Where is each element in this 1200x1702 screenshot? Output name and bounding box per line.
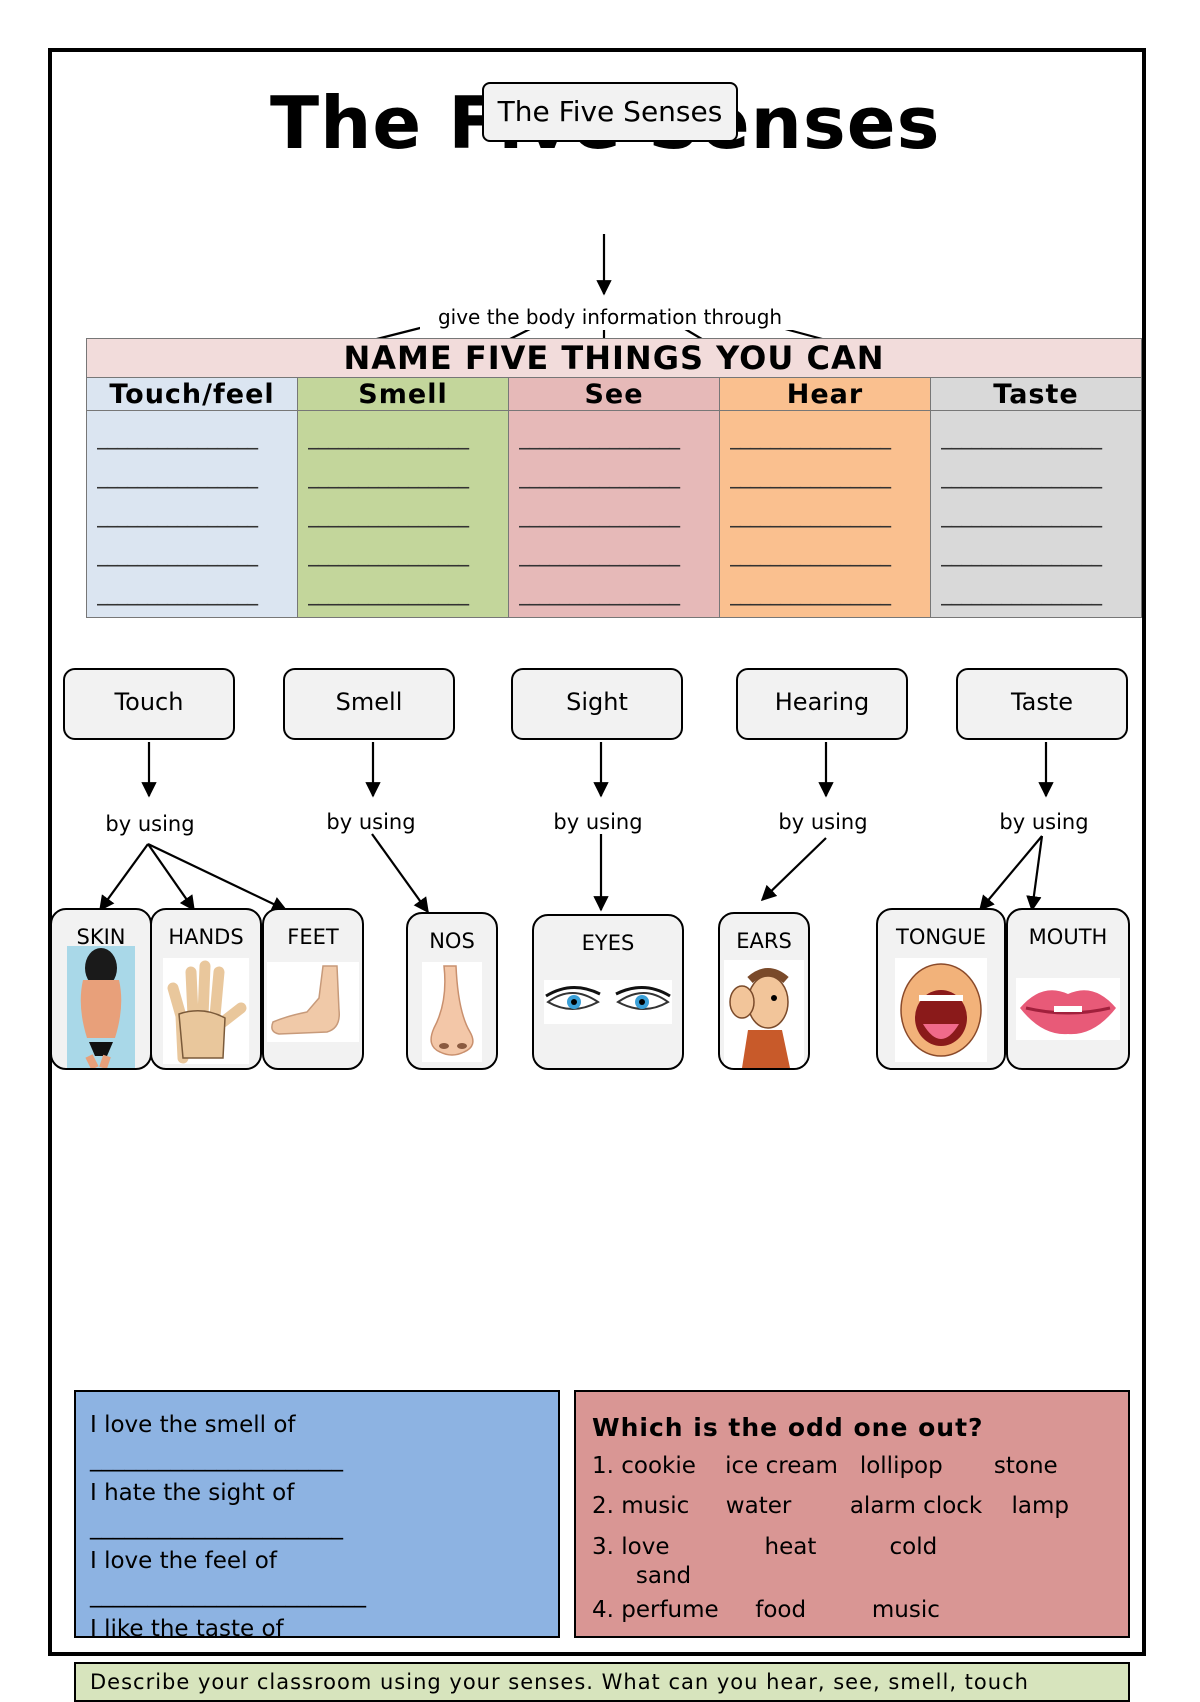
answer-line[interactable]: ________________	[308, 503, 469, 528]
answer-cell-taste[interactable]: ________________ ________________ ______…	[930, 410, 1142, 618]
by-using-taste: by using	[999, 810, 1089, 834]
organ-label-hands: HANDS	[168, 925, 244, 949]
prompt-feel: I love the feel of	[90, 1548, 277, 1574]
by-using-hearing: by using	[778, 810, 868, 834]
answer-line[interactable]: ________________	[941, 425, 1102, 450]
describe-classroom-prompt: Describe your classroom using your sense…	[74, 1662, 1130, 1702]
sense-box-hearing: Hearing	[736, 668, 908, 740]
odd-one-out-row[interactable]: 1. cookie ice cream lollipop stone	[592, 1453, 1058, 1479]
answer-line[interactable]: ________________	[308, 464, 469, 489]
by-using-touch: by using	[105, 812, 195, 836]
answer-line[interactable]: ________________	[308, 425, 469, 450]
by-using-smell: by using	[326, 810, 416, 834]
organ-card-tongue: TONGUE	[876, 908, 1006, 1070]
eyes-icon	[544, 980, 672, 1024]
answer-line[interactable]: ________________	[519, 464, 680, 489]
ear-cartoon-icon	[724, 960, 804, 1068]
person-skin-icon	[67, 946, 135, 1068]
organ-label-tongue: TONGUE	[896, 925, 986, 949]
answer-line[interactable]: ________________	[941, 503, 1102, 528]
by-using-sight: by using	[553, 810, 643, 834]
answer-line[interactable]: ______________________	[90, 1446, 343, 1472]
odd-one-out-row[interactable]: 2. music water alarm clock lamp	[592, 1493, 1069, 1519]
organ-card-feet: FEET	[262, 908, 364, 1070]
tongue-cartoon-icon	[895, 958, 987, 1062]
answer-line[interactable]: ________________	[730, 503, 891, 528]
answer-cell-hear[interactable]: ________________ ________________ ______…	[719, 410, 931, 618]
answer-cell-touch[interactable]: ________________ ________________ ______…	[86, 410, 298, 618]
sense-box-sight: Sight	[511, 668, 683, 740]
hand-icon	[163, 958, 249, 1064]
prompt-smell: I love the smell of	[90, 1412, 296, 1438]
organ-card-mouth: MOUTH	[1006, 908, 1130, 1070]
answer-line[interactable]: ________________	[519, 542, 680, 567]
odd-one-out-row[interactable]: sand	[592, 1563, 692, 1589]
answer-line[interactable]: ________________	[519, 581, 680, 606]
answer-line[interactable]: ________________	[97, 581, 258, 606]
column-header-touch: Touch/feel	[86, 377, 298, 411]
sense-box-taste: Taste	[956, 668, 1128, 740]
prompt-taste: I like the taste of	[90, 1616, 284, 1638]
sentence-prompt-box: I love the smell of ____________________…	[74, 1390, 560, 1638]
answer-line[interactable]: ________________	[97, 542, 258, 567]
column-header-taste: Taste	[930, 377, 1142, 411]
lips-icon	[1016, 978, 1120, 1040]
sense-box-smell: Smell	[283, 668, 455, 740]
answer-line[interactable]: ________________	[519, 425, 680, 450]
organ-card-nose: NOS	[406, 912, 498, 1070]
odd-one-out-row[interactable]: 4. perfume food music	[592, 1597, 940, 1623]
answer-line[interactable]: ________________	[97, 464, 258, 489]
answer-line[interactable]: ________________________	[90, 1582, 366, 1608]
connector-label: give the body information through	[420, 304, 800, 330]
column-header-hear: Hear	[719, 377, 931, 411]
answer-line[interactable]: ________________	[730, 581, 891, 606]
answer-line[interactable]: ________________	[730, 425, 891, 450]
organ-card-hands: HANDS	[150, 908, 262, 1070]
answer-line[interactable]: ________________	[730, 542, 891, 567]
organ-label-mouth: MOUTH	[1028, 925, 1108, 949]
table-title: NAME FIVE THINGS YOU CAN	[86, 338, 1142, 378]
answer-cell-smell[interactable]: ________________ ________________ ______…	[297, 410, 509, 618]
answer-line[interactable]: ________________	[941, 464, 1102, 489]
foot-icon	[267, 962, 359, 1042]
senses-table: NAME FIVE THINGS YOU CAN Touch/feel Smel…	[86, 338, 1142, 618]
title-box: The Five Senses	[482, 82, 738, 142]
answer-line[interactable]: ________________	[308, 581, 469, 606]
column-header-see: See	[508, 377, 720, 411]
organ-label-eyes: EYES	[581, 931, 635, 955]
odd-one-out-title: Which is the odd one out?	[592, 1413, 984, 1442]
answer-line[interactable]: ________________	[308, 542, 469, 567]
answer-line[interactable]: ________________	[97, 503, 258, 528]
organ-label-skin: SKIN	[76, 925, 126, 949]
nose-icon	[422, 962, 482, 1062]
organ-card-eyes: EYES	[532, 914, 684, 1070]
answer-line[interactable]: ________________	[519, 503, 680, 528]
answer-cell-see[interactable]: ________________ ________________ ______…	[508, 410, 720, 618]
organ-card-ears: EARS	[718, 912, 810, 1070]
answer-line[interactable]: ________________	[941, 542, 1102, 567]
worksheet-frame	[48, 48, 1146, 1656]
answer-line[interactable]: ________________	[730, 464, 891, 489]
prompt-sight: I hate the sight of	[90, 1480, 295, 1506]
organ-label-ears: EARS	[736, 929, 792, 953]
sense-box-touch: Touch	[63, 668, 235, 740]
organ-card-skin: SKIN	[50, 908, 152, 1070]
answer-line[interactable]: ________________	[941, 581, 1102, 606]
odd-one-out-box: Which is the odd one out? 1. cookie ice …	[574, 1390, 1130, 1638]
column-header-smell: Smell	[297, 377, 509, 411]
answer-line[interactable]: ________________	[97, 425, 258, 450]
organ-label-nose: NOS	[429, 929, 475, 953]
odd-one-out-row[interactable]: 3. love heat cold	[592, 1534, 938, 1560]
organ-label-feet: FEET	[287, 925, 339, 949]
answer-line[interactable]: ______________________	[90, 1514, 343, 1540]
